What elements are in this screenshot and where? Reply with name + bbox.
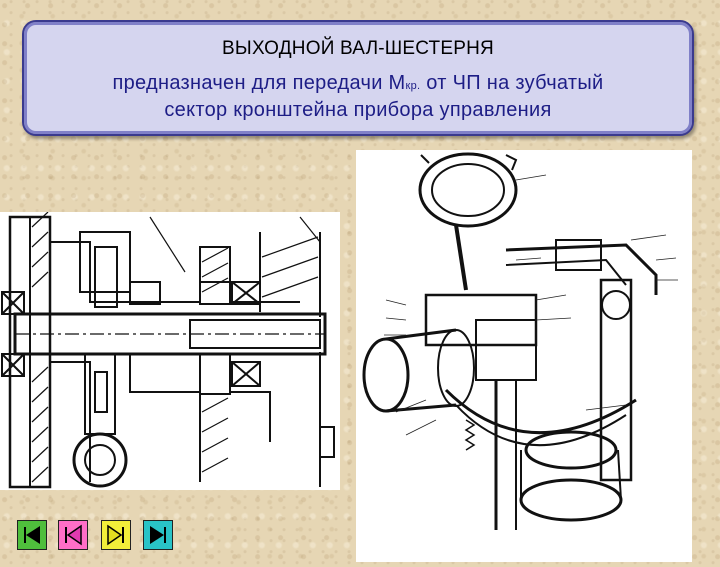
- shaft-section-svg: [1, 211, 335, 489]
- description-text-a: предназначен для передачи М: [112, 72, 406, 94]
- previous-slide-button[interactable]: [58, 520, 88, 550]
- slide-description-line-2: сектор кронштейна прибора управления: [164, 99, 552, 121]
- shaft-gear-section-drawing: [0, 211, 340, 490]
- next-slide-button[interactable]: [101, 520, 131, 550]
- slide-description-line-1: предназначен для передачи Мкр. от ЧП на …: [24, 72, 692, 95]
- title-panel: ВЫХОДНОЙ ВАЛ-ШЕСТЕРНЯ предназначен для п…: [22, 20, 694, 136]
- first-slide-icon: [24, 526, 40, 544]
- slide-heading: ВЫХОДНОЙ ВАЛ-ШЕСТЕРНЯ: [222, 38, 494, 59]
- last-slide-button[interactable]: [143, 520, 173, 550]
- description-subscript: кр.: [405, 80, 421, 92]
- bracket-assembly-drawing: [356, 150, 692, 562]
- bracket-assembly-svg: [362, 152, 678, 530]
- first-slide-button[interactable]: [17, 520, 47, 550]
- last-slide-icon: [150, 526, 166, 544]
- previous-slide-icon: [65, 524, 82, 546]
- description-text-b: от ЧП на зубчатый: [420, 72, 604, 94]
- next-slide-icon: [107, 524, 124, 546]
